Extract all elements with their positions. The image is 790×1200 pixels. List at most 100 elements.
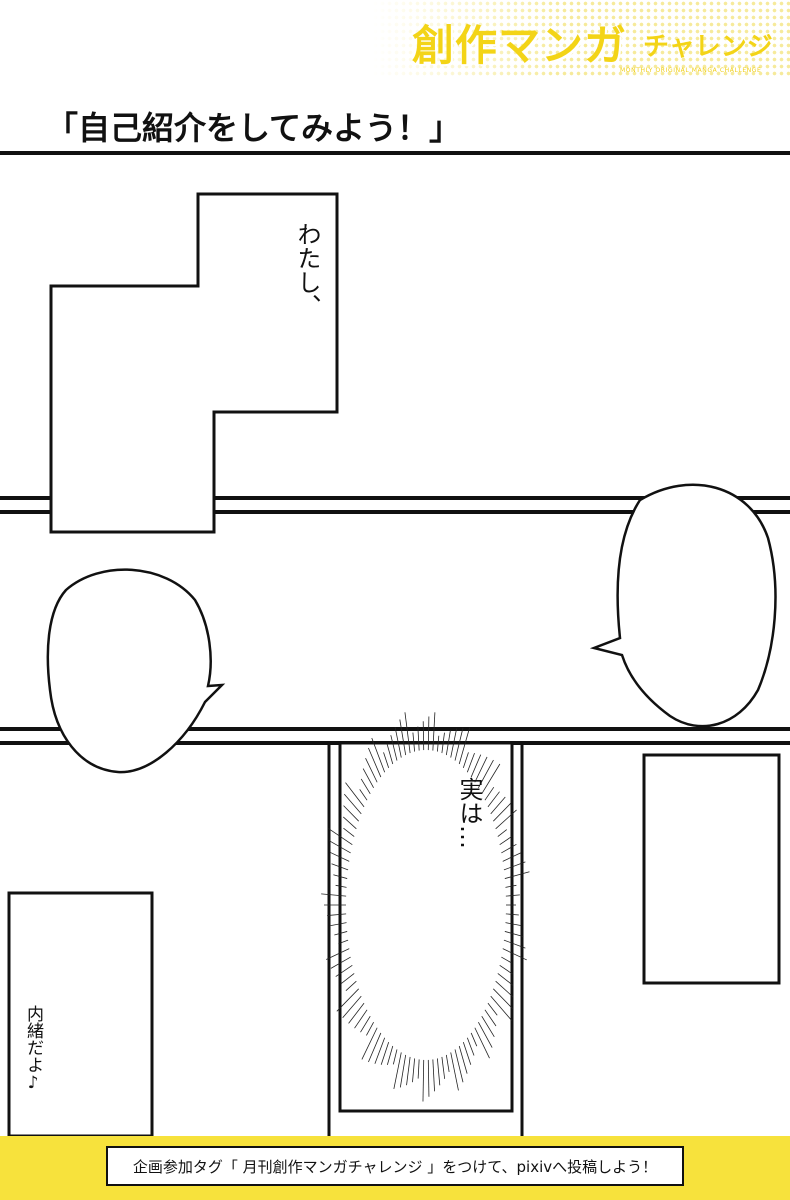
focus-line: [333, 874, 348, 879]
focus-line: [359, 789, 368, 801]
focus-line: [493, 988, 513, 1009]
focus-line: [462, 1041, 472, 1065]
focus-line: [501, 956, 512, 964]
focus-line: [417, 726, 420, 751]
focus-line: [495, 809, 517, 830]
focus-line: [478, 759, 494, 789]
focus-line: [386, 743, 394, 765]
focus-line: [371, 737, 386, 773]
focus-line: [474, 1027, 490, 1059]
focus-line: [454, 1049, 464, 1083]
focus-line: [462, 752, 469, 769]
focus-line: [422, 1059, 425, 1102]
focus-line: [466, 752, 475, 773]
focus-line: [481, 1015, 495, 1038]
focus-line: [392, 1049, 398, 1065]
focus-line: [393, 1052, 402, 1090]
focus-line: [360, 1015, 371, 1033]
focus-line: [368, 747, 382, 778]
focus-line: [504, 931, 524, 938]
focus-line: [495, 980, 514, 998]
focus-line: [503, 939, 526, 949]
focus-line: [505, 913, 519, 916]
focus-line: [330, 922, 347, 926]
focus-line: [505, 922, 522, 926]
focus-line: [499, 836, 512, 845]
focus-line: [365, 758, 378, 783]
logo-main-text: 創作マンガ: [412, 21, 628, 70]
logo-tagline: MONTHLY ORIGINAL MANGA CHALLENGE: [620, 67, 762, 74]
focus-line: [343, 816, 357, 830]
focus-line: [327, 913, 347, 916]
focus-line: [334, 931, 348, 936]
speech-bubble-left: [46, 568, 226, 774]
focus-line: [354, 1009, 368, 1029]
caption-box-bottom-left: [7, 891, 154, 1138]
logo-sub-text: チャレンジ: [643, 32, 773, 62]
focus-line: [386, 1045, 394, 1066]
focus-line: [499, 965, 513, 975]
focus-line: [328, 840, 351, 854]
focus-line: [505, 884, 517, 888]
focus-line: [345, 980, 357, 991]
focus-line: [490, 995, 513, 1021]
focus-line: [335, 965, 353, 977]
focus-line: [399, 1054, 407, 1088]
focus-line: [481, 763, 501, 795]
caption-box-right: [642, 753, 781, 985]
focus-line: [501, 843, 517, 854]
focus-line: [445, 730, 451, 756]
caption-text-bottom-left: 内緒だよ♪: [23, 1005, 43, 1093]
focus-line: [374, 1037, 386, 1064]
focus-line: [450, 728, 457, 758]
focus-line: [412, 732, 416, 752]
focus-line: [458, 1045, 468, 1074]
focus-line: [404, 712, 411, 754]
focus-line: [321, 893, 347, 897]
focus-line: [362, 768, 374, 789]
focus-line: [343, 793, 362, 815]
focus-line: [342, 995, 362, 1018]
focus-line: [497, 829, 508, 837]
focus-line: [390, 735, 398, 761]
focus-line: [399, 719, 407, 756]
focus-line: [432, 1059, 435, 1092]
focus-line: [487, 791, 500, 808]
focus-line: [326, 948, 350, 960]
focus-line: [470, 1032, 478, 1047]
focus-line: [436, 735, 440, 752]
speech-bubble-right: [589, 483, 777, 728]
focus-line: [484, 1009, 497, 1027]
focus-line: [360, 778, 371, 795]
focus-line: [340, 973, 355, 985]
focus-line: [487, 1002, 498, 1016]
focus-line: [335, 884, 347, 888]
caption-box-stepped: [49, 192, 339, 534]
focus-line: [427, 1059, 430, 1097]
focus-line: [331, 863, 349, 871]
focus-line: [406, 1056, 411, 1086]
focus-line: [330, 956, 351, 969]
page-title: 「自己紹介をしてみよう！」: [46, 109, 462, 147]
focus-line: [445, 1054, 450, 1072]
focus-line: [454, 727, 464, 761]
focus-line: [394, 727, 402, 758]
focus-line: [368, 1032, 382, 1063]
caption-text-1: わたし、: [293, 222, 321, 318]
focus-line: [338, 939, 349, 945]
focus-line: [361, 1027, 378, 1060]
focus-line: [458, 727, 471, 765]
focus-line: [343, 827, 355, 837]
focus-line: [348, 1002, 365, 1024]
focus-line: [383, 752, 390, 769]
focus-line: [505, 894, 520, 897]
focus-line: [502, 948, 527, 961]
focus-line: [328, 828, 353, 845]
focus-line: [474, 756, 488, 783]
focus-line: [336, 988, 359, 1012]
focus-line: [366, 1021, 374, 1036]
focus-line: [441, 1056, 446, 1079]
focus-line: [478, 1021, 493, 1048]
focus-line: [417, 1059, 420, 1079]
